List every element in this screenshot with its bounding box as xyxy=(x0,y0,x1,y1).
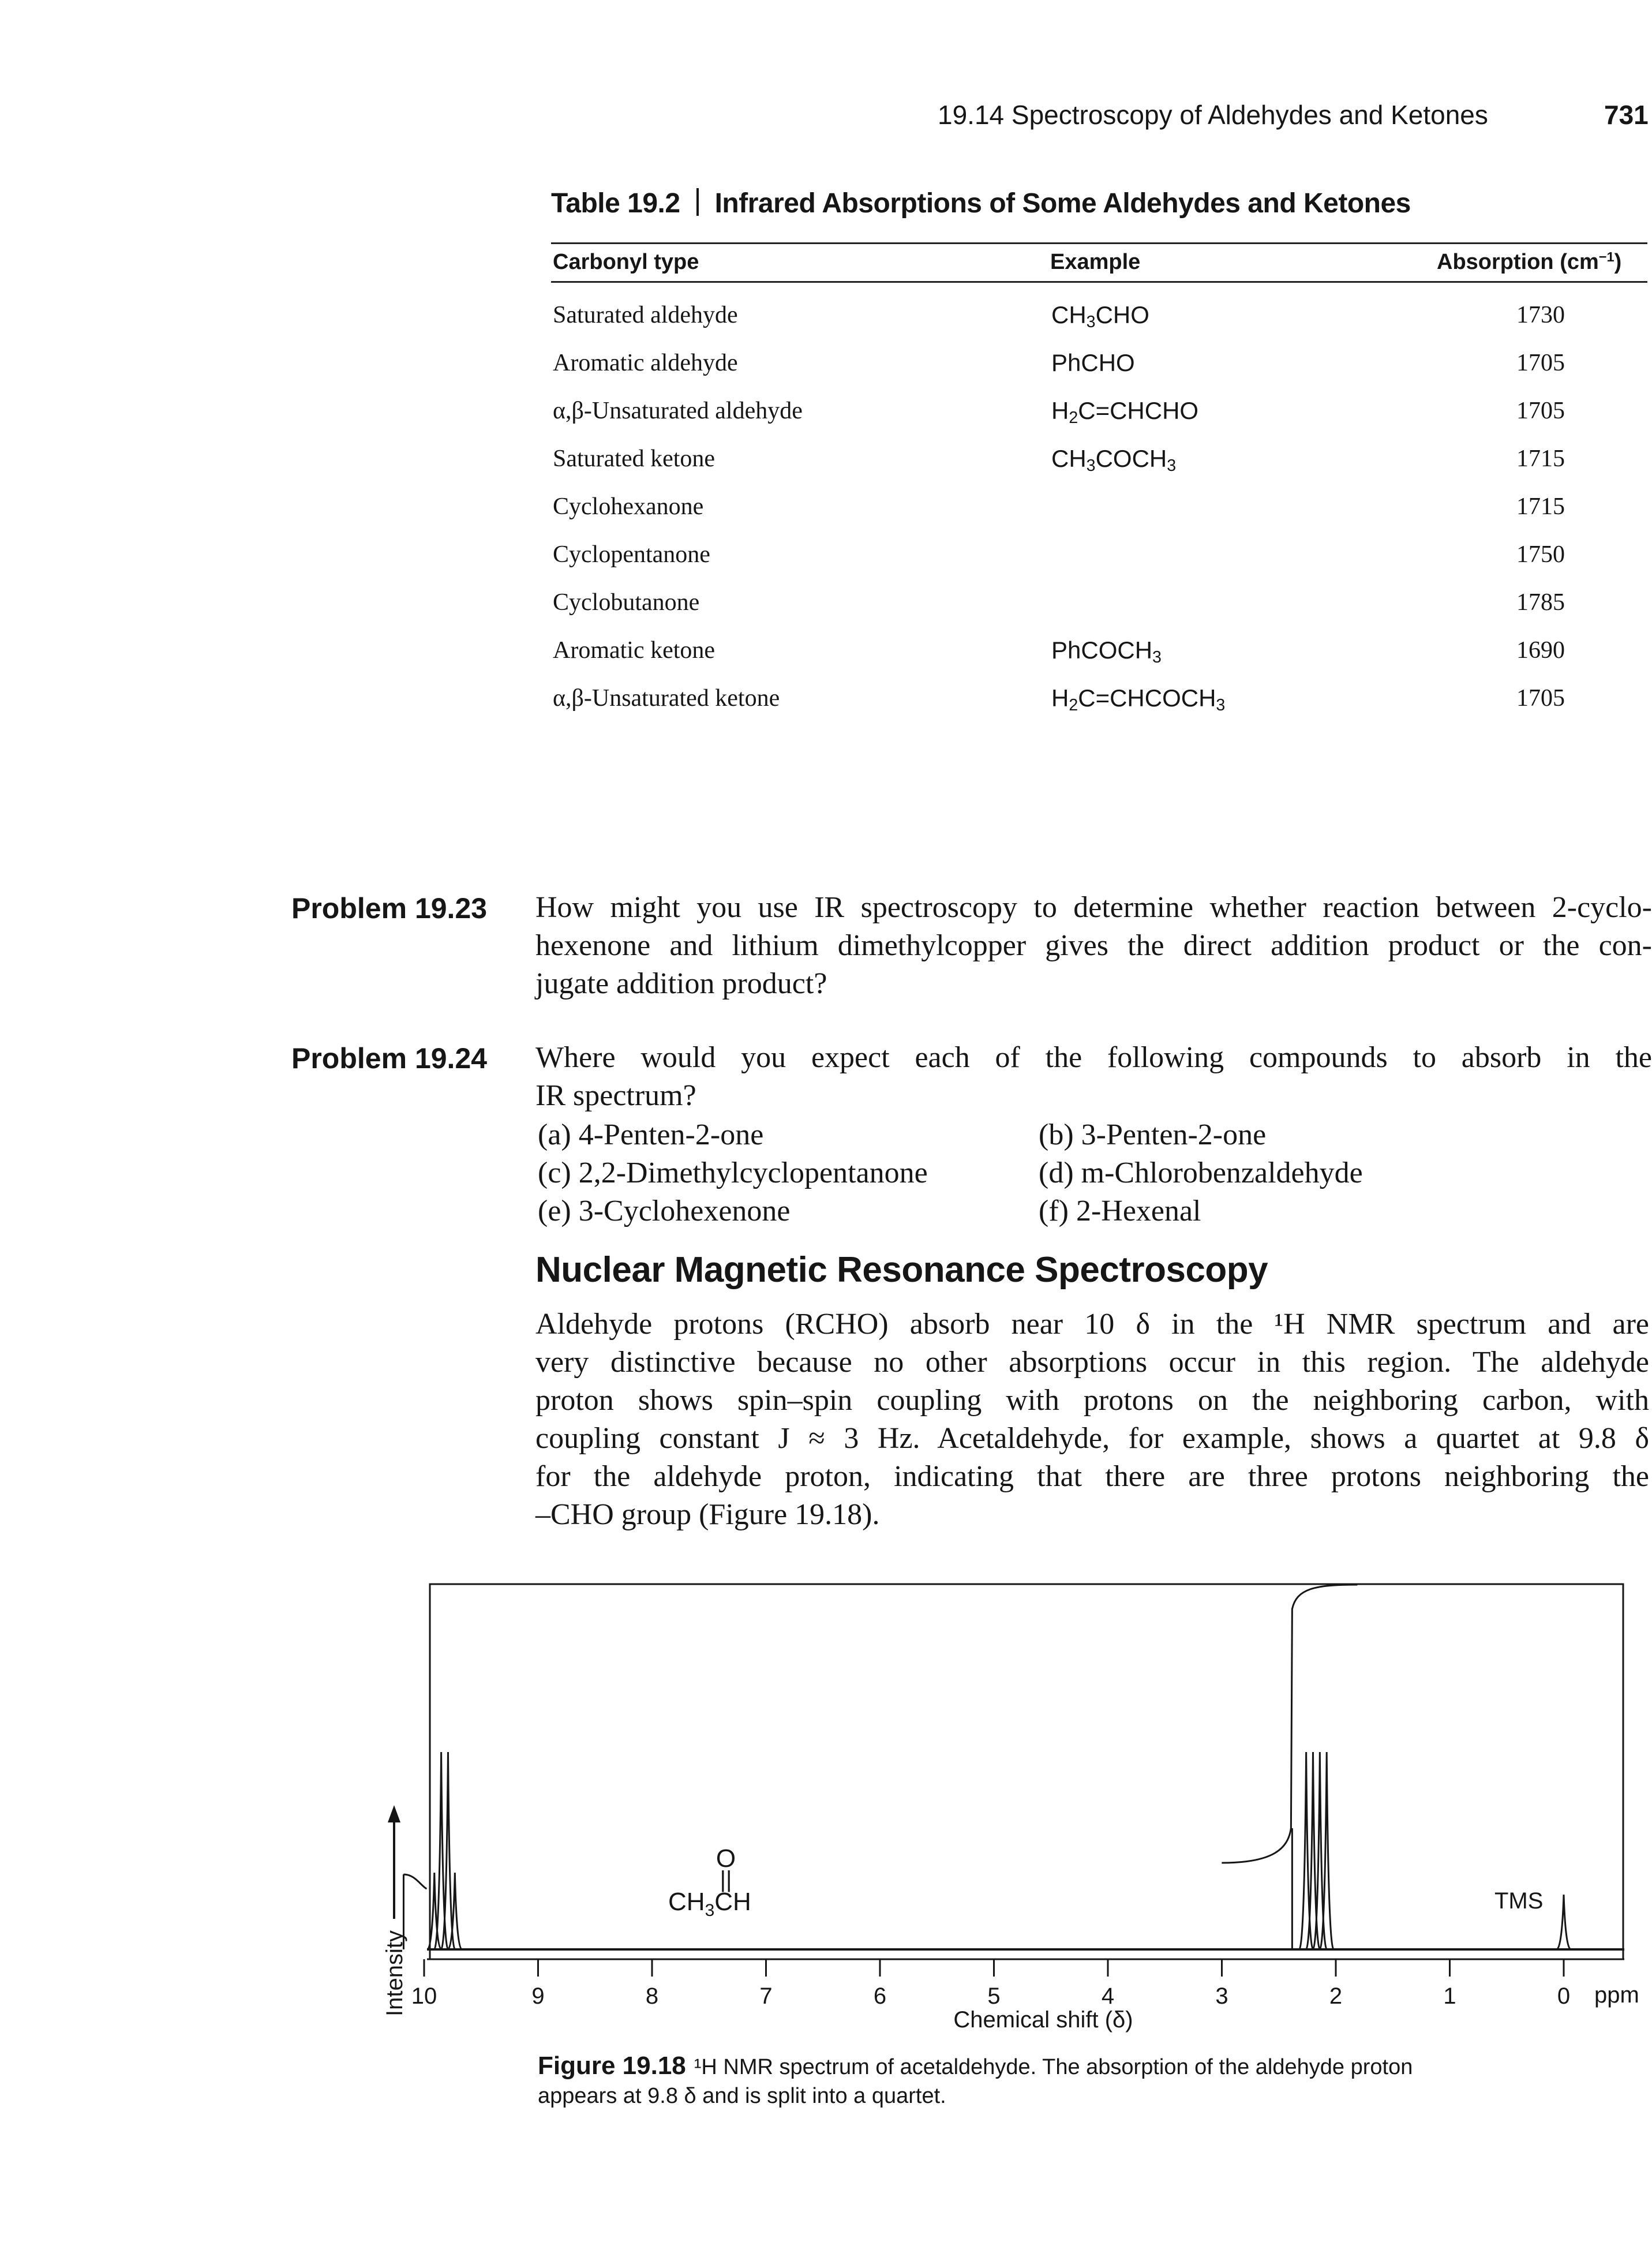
spectrum-peak xyxy=(1556,1894,1572,1951)
problem-part-a: (a) 4-Penten-2-one xyxy=(538,1118,764,1151)
paragraph-line: –CHO group (Figure 19.18). xyxy=(535,1498,880,1531)
x-tick-label: 3 xyxy=(1215,1983,1228,2009)
structure-oxygen: O xyxy=(716,1844,736,1873)
x-tick-label: 1 xyxy=(1443,1983,1456,2009)
spectrum-peak xyxy=(1312,1751,1328,1951)
structure-double-bond: || xyxy=(720,1867,732,1892)
problem-line: IR spectrum? xyxy=(535,1079,696,1112)
x-tick-label: 10 xyxy=(411,1983,437,2009)
title-separator xyxy=(696,188,699,216)
paragraph-line: coupling constant J ≈ 3 Hz. Acetaldehyde… xyxy=(535,1422,1649,1455)
problem-line: hexenone and lithium dimethylcopper give… xyxy=(535,929,1652,962)
running-header-title: 19.14 Spectroscopy of Aldehydes and Keto… xyxy=(938,100,1488,130)
table-cell-example: PhCOCH3 xyxy=(1051,637,1162,667)
table-cell-absorption: 1750 xyxy=(1516,541,1565,568)
paragraph-line: Aldehyde protons (RCHO) absorb near 10 δ… xyxy=(535,1308,1649,1341)
spectrum-peak xyxy=(433,1751,449,1951)
table-cell-carbonyl-type: Saturated ketone xyxy=(553,446,716,472)
x-axis-unit: ppm xyxy=(1594,1982,1639,2008)
structure-formula: CH3CH xyxy=(668,1888,751,1920)
table-cell-carbonyl-type: α,β-Unsaturated aldehyde xyxy=(553,398,803,424)
table-cell-absorption: 1705 xyxy=(1516,685,1565,712)
integral-aldehyde xyxy=(402,1873,428,1949)
x-tick-label: 5 xyxy=(987,1983,1000,2009)
table-cell-absorption: 1785 xyxy=(1516,589,1565,616)
table-cell-carbonyl-type: Cyclopentanone xyxy=(553,541,710,568)
caption-line: ¹H NMR spectrum of acetaldehyde. The abs… xyxy=(694,2055,1413,2079)
figure-caption: Figure 19.18 ¹H NMR spectrum of acetaldeh… xyxy=(538,2052,1634,2110)
table-cell-carbonyl-type: Aromatic ketone xyxy=(553,637,716,664)
table-cell-example: H2C=CHCOCH3 xyxy=(1051,684,1226,715)
table-cell-example: CH3COCH3 xyxy=(1051,445,1177,476)
tms-label: TMS xyxy=(1494,1888,1543,1914)
table-cell-absorption: 1690 xyxy=(1516,637,1565,664)
column-header-absorption: Absorption (cm−1) xyxy=(1437,249,1622,274)
spectrum-peak xyxy=(426,1872,442,1951)
table-cell-absorption: 1730 xyxy=(1516,302,1565,328)
paragraph-line: for the aldehyde proton, indicating that… xyxy=(535,1460,1649,1493)
problem-text: Where would you expect each of the follo… xyxy=(535,1039,1652,1115)
paragraph-line: proton shows spin–spin coupling with pro… xyxy=(535,1384,1649,1417)
table-cell-carbonyl-type: Cyclobutanone xyxy=(553,589,700,616)
spectrum-peak xyxy=(1318,1751,1335,1951)
problem-label: Problem 19.24 xyxy=(291,1042,488,1075)
table-caption: Infrared Absorptions of Some Aldehydes a… xyxy=(714,188,1411,219)
intensity-axis-label: Intensity xyxy=(382,1805,407,2016)
table-cell-example: CH3CHO xyxy=(1051,301,1149,332)
spectrum-traces xyxy=(426,1751,1572,1951)
x-tick-label: 6 xyxy=(874,1983,886,2009)
x-tick-label: 7 xyxy=(759,1983,772,2009)
table-cell-carbonyl-type: Cyclohexanone xyxy=(553,493,704,520)
table-cell-absorption: 1705 xyxy=(1516,398,1565,424)
section-paragraph: Aldehyde protons (RCHO) absorb near 10 δ… xyxy=(535,1305,1649,1534)
table-cell-example: PhCHO xyxy=(1051,349,1135,376)
paragraph-line: very distinctive because no other absorp… xyxy=(535,1346,1649,1379)
table-cell-absorption: 1705 xyxy=(1516,350,1565,376)
table-header-rule xyxy=(551,281,1647,283)
table-cell-absorption: 1715 xyxy=(1516,446,1565,472)
integral-methyl xyxy=(1222,1584,1358,1864)
problem-line: How might you use IR spectroscopy to det… xyxy=(535,891,1652,924)
table-top-rule xyxy=(551,242,1647,244)
problem-line: Where would you expect each of the follo… xyxy=(535,1041,1652,1074)
problem-text: How might you use IR spectroscopy to det… xyxy=(535,889,1652,1003)
problem-part-e: (e) 3-Cyclohexenone xyxy=(538,1195,791,1227)
x-axis-label: Chemical shift (δ) xyxy=(953,2007,1133,2033)
problem-part-b: (b) 3-Penten-2-one xyxy=(1039,1118,1267,1151)
acetaldehyde-structure: O || CH3CH xyxy=(668,1844,751,1920)
spectrum-peak xyxy=(1305,1751,1321,1951)
spectrum-peak xyxy=(1298,1751,1314,1951)
table-title: Table 19.2 Infrared Absorptions of Some A… xyxy=(551,188,1411,219)
problem-part-d: (d) m-Chlorobenzaldehyde xyxy=(1039,1156,1363,1189)
spectrum-border xyxy=(429,1583,1624,1960)
table-cell-carbonyl-type: Saturated aldehyde xyxy=(553,302,738,328)
table-cell-example: H2C=CHCHO xyxy=(1051,397,1199,428)
problem-part-f: (f) 2-Hexenal xyxy=(1039,1195,1201,1227)
x-tick-label: 9 xyxy=(531,1983,544,2009)
intensity-arrow-head xyxy=(388,1805,400,1822)
x-tick-label: 4 xyxy=(1102,1983,1114,2009)
problem-part-c: (c) 2,2-Dimethylcyclopentanone xyxy=(538,1156,928,1189)
x-tick-label: 2 xyxy=(1329,1983,1342,2009)
problem-label: Problem 19.23 xyxy=(291,892,488,924)
page-number: 731 xyxy=(1604,100,1649,130)
column-header-carbonyl-type: Carbonyl type xyxy=(553,250,699,274)
spectrum-peak xyxy=(447,1872,463,1951)
caption-line: appears at 9.8 δ and is split into a qua… xyxy=(538,2084,946,2108)
column-header-example: Example xyxy=(1050,250,1141,274)
integral-curves xyxy=(402,1584,1358,1949)
problem-line: jugate addition product? xyxy=(535,967,827,1000)
table-cell-absorption: 1715 xyxy=(1516,493,1565,520)
table-cell-carbonyl-type: Aromatic aldehyde xyxy=(553,350,738,376)
figure-label: Figure 19.18 xyxy=(538,2052,686,2080)
x-tick-label: 8 xyxy=(646,1983,658,2009)
x-tick-label: 0 xyxy=(1557,1983,1570,2009)
table-cell-carbonyl-type: α,β-Unsaturated ketone xyxy=(553,685,780,712)
y-axis-label: Intensity xyxy=(382,1930,407,2016)
section-heading: Nuclear Magnetic Resonance Spectroscopy xyxy=(535,1250,1268,1290)
table-label: Table 19.2 xyxy=(551,188,680,219)
spectrum-frame xyxy=(429,1583,1624,1960)
